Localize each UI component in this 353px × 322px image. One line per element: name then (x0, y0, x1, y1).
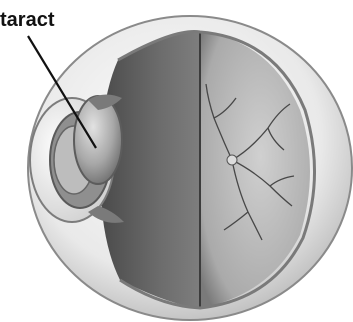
optic-disc (227, 155, 237, 165)
cataract-label: taract (0, 9, 55, 31)
